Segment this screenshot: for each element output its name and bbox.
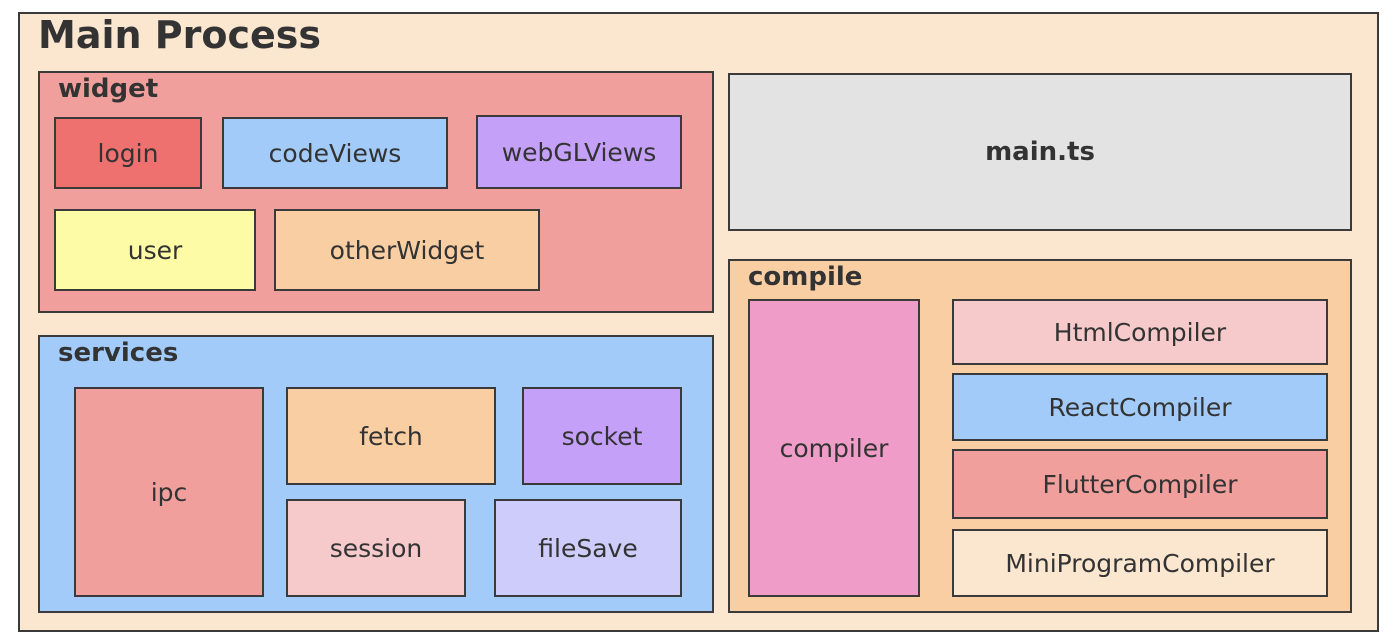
main-process-title: Main Process	[38, 13, 321, 57]
flutter-compiler-box: FlutterCompiler	[952, 449, 1328, 519]
compiler-box: compiler	[748, 299, 920, 597]
socket-box: socket	[522, 387, 682, 485]
compile-group-label: compile	[748, 262, 863, 292]
filesave-box: fileSave	[494, 499, 682, 597]
fetch-box: fetch	[286, 387, 496, 485]
otherwidget-box: otherWidget	[274, 209, 540, 291]
user-box: user	[54, 209, 256, 291]
widget-group-label: widget	[58, 74, 159, 104]
html-compiler-box: HtmlCompiler	[952, 299, 1328, 365]
codeviews-box: codeViews	[222, 117, 448, 189]
webglviews-box: webGLViews	[476, 115, 682, 189]
miniprogram-compiler-box: MiniProgramCompiler	[952, 529, 1328, 597]
login-box: login	[54, 117, 202, 189]
services-group-label: services	[58, 338, 179, 368]
session-box: session	[286, 499, 466, 597]
react-compiler-box: ReactCompiler	[952, 373, 1328, 441]
ipc-box: ipc	[74, 387, 264, 597]
main-ts-box: main.ts	[728, 73, 1352, 231]
